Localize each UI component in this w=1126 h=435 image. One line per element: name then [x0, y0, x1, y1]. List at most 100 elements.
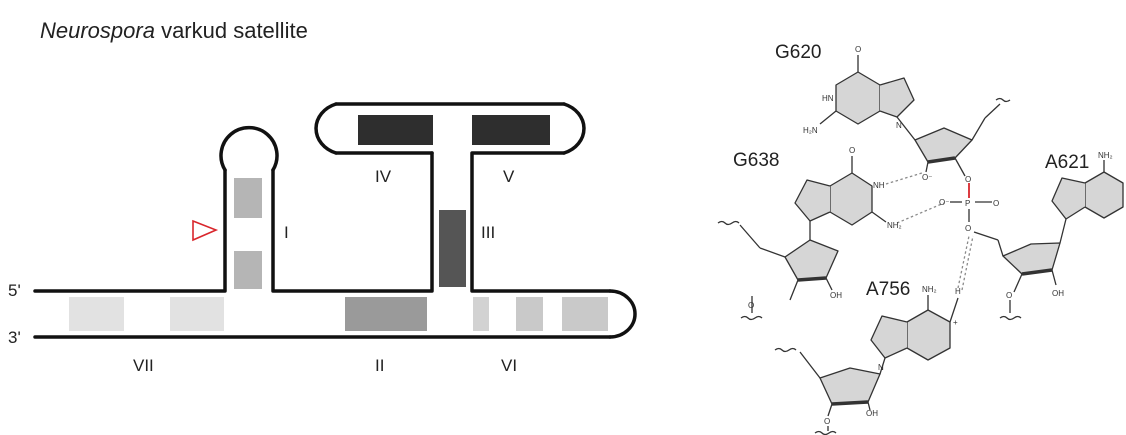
phosphate-o-double-label: O — [993, 199, 999, 208]
a756-glycosidic — [879, 357, 886, 375]
a756-adenine — [870, 295, 959, 375]
title-genus: Neurospora — [40, 18, 155, 43]
a621-sugar-ring — [1002, 242, 1061, 275]
g638-oh-label: OH — [830, 291, 842, 300]
hydrogen-bonds — [885, 172, 974, 291]
phosphate-o5-label: O — [965, 224, 971, 233]
g620-five-ring — [879, 77, 915, 118]
g620-c5-link — [984, 103, 1001, 119]
active-site — [717, 55, 1124, 435]
top-strand-left — [33, 168, 227, 293]
a756-six-ring — [906, 309, 951, 361]
loop-V — [562, 102, 586, 155]
g620-n-label: N — [896, 121, 902, 130]
phosphate-p-label: P — [965, 199, 970, 208]
a621-oh-label: OH — [1052, 289, 1064, 298]
a621-ribose — [999, 242, 1061, 321]
a621-backbone-wiggle — [999, 315, 1022, 321]
hbond-g638-n1-o2 — [885, 172, 923, 185]
helix-I-label: I — [284, 223, 289, 242]
nucleotide-labels: G620 G638 A621 A756 — [733, 42, 1089, 300]
helix-V-block — [472, 115, 550, 145]
scissile-phosphate — [950, 183, 1004, 257]
g638-c5-bond — [759, 247, 786, 258]
helix-IV-label: IV — [375, 167, 392, 186]
a756-nh2-label: NH₂ — [922, 285, 937, 294]
helix-III-block — [439, 210, 466, 287]
a756-o2-bond — [867, 401, 871, 411]
a756-n-label: N — [878, 363, 884, 372]
loop-VI — [608, 289, 637, 339]
g638-o2-bond — [825, 277, 833, 291]
a621-six-ring — [1084, 171, 1124, 219]
helix-II-label: II — [375, 356, 384, 375]
helix-VI-block-1 — [473, 297, 489, 331]
a621-five-ring — [1051, 177, 1086, 220]
hbond-a756-phosphate — [957, 235, 970, 289]
g638-nh2-label: NH₂ — [887, 221, 902, 230]
a756-plus-label: + — [953, 318, 958, 327]
atom-labels: O HN H₂N N O⁻ O P O⁻ O O O NH NH₂ OH O N… — [748, 45, 1113, 426]
g620-o2-bond — [925, 161, 929, 173]
loop-I — [219, 125, 279, 172]
helix-IV-block — [358, 115, 433, 145]
g638-o3-bond — [789, 279, 799, 301]
g620-guanine — [819, 55, 916, 141]
g620-c5-bond — [971, 117, 986, 141]
a621-label: A621 — [1045, 152, 1089, 173]
cleavage-site-triangle — [192, 219, 219, 242]
g638-backbone-wiggle-top — [717, 220, 740, 226]
a756-backbone-wiggle-bottom — [814, 430, 837, 435]
g638-o3-label: O — [748, 301, 754, 310]
helix-VI-block-3 — [562, 297, 608, 331]
g620-carbonyl-o: O — [855, 45, 861, 54]
g620-sugar-ring — [914, 127, 973, 163]
a621-nh2-label: NH₂ — [1098, 151, 1113, 160]
a621-sugar-ring-bold — [1021, 268, 1053, 276]
crossbar-V-bottom — [470, 151, 612, 293]
g620-hn-label: HN — [822, 94, 834, 103]
a621-glycosidic — [1059, 218, 1067, 244]
g638-six-ring — [829, 172, 873, 226]
g620-backbone-wiggle — [995, 97, 1011, 103]
g620-amine-bond — [819, 110, 837, 125]
g620-six-ring — [835, 71, 881, 125]
g620-o3-bond — [954, 157, 966, 177]
helix-I-block-lower — [234, 251, 262, 289]
a756-backbone-wiggle-top — [774, 347, 797, 353]
a756-label: A756 — [866, 279, 910, 300]
a756-sugar-ring — [819, 367, 881, 405]
a756-sugar-ring-bold — [831, 400, 869, 406]
a621-o5-link — [973, 231, 999, 241]
phosphate-o-minus-label: O⁻ — [939, 198, 949, 207]
g638-ribose — [717, 220, 839, 321]
g638-five-ring — [794, 179, 831, 222]
a621-adenine — [1051, 160, 1124, 244]
g638-sugar-ring-bold — [797, 276, 827, 282]
helix-VI-label: VI — [501, 356, 517, 375]
g638-backbone-wiggle-bottom — [740, 315, 763, 321]
a756-n1-h-bond — [949, 297, 959, 323]
title-rest: varkud satellite — [154, 18, 308, 43]
a621-c5-link — [997, 239, 1004, 257]
hbond-g638-n2-phosphate — [896, 202, 945, 224]
stem-I-right — [271, 151, 434, 293]
a621-o3-bond — [1013, 273, 1023, 293]
g620-sugar-ring-bold — [927, 156, 956, 164]
g638-nh-label: NH — [873, 181, 885, 190]
helix-I-block-upper — [234, 178, 262, 218]
a621-o2-bond — [1051, 269, 1057, 286]
helix-VII-label: VII — [133, 356, 154, 375]
g638-guanine — [794, 156, 887, 240]
helix-II-block — [345, 297, 427, 331]
a756-oh-label: OH — [866, 409, 878, 418]
strand-3prime-label: 3' — [8, 328, 21, 347]
a756-five-ring — [870, 315, 908, 359]
g638-sugar-ring — [784, 239, 839, 281]
figure-title: Neurospora varkud satellite — [40, 18, 308, 44]
helix-V-label: V — [503, 167, 515, 186]
a756-ribose — [774, 347, 881, 435]
secondary-structure — [33, 102, 637, 339]
